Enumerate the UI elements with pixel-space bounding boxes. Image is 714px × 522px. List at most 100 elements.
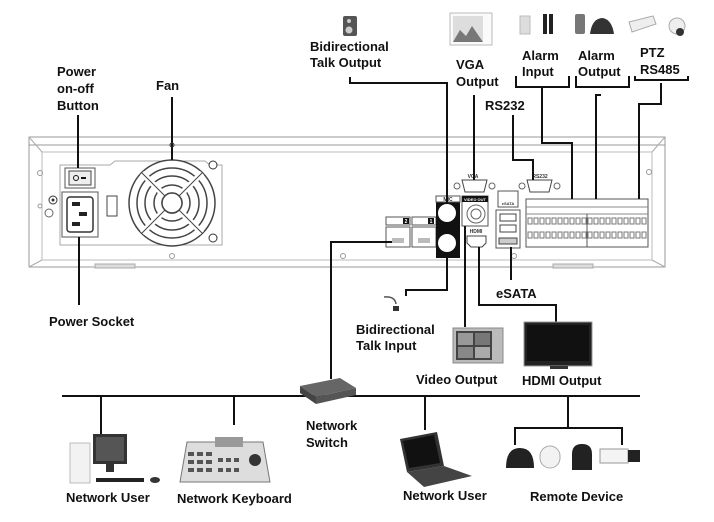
terminal-pin — [533, 231, 539, 239]
svg-text:Bidirectional: Bidirectional — [356, 322, 435, 337]
power-switch[interactable] — [64, 167, 96, 189]
terminal-pin — [575, 217, 581, 225]
svg-text:PTZ: PTZ — [640, 45, 665, 60]
terminal-pin — [581, 217, 587, 225]
box-camera-icon — [599, 448, 640, 464]
label-talk-input: Bidirectional Talk Input — [356, 322, 435, 353]
power-socket — [61, 191, 99, 238]
esata-silk-label: eSATA — [502, 201, 515, 206]
terminal-pin — [551, 217, 557, 225]
network-switch-icon — [300, 378, 356, 404]
terminal-pin — [569, 217, 575, 225]
label-network-user-laptop: Network User — [403, 488, 487, 503]
terminal-pin — [539, 231, 545, 239]
terminal-pin — [527, 217, 533, 225]
svg-text:Button: Button — [57, 98, 99, 113]
terminal-pin — [557, 217, 563, 225]
svg-text:Switch: Switch — [306, 435, 348, 450]
svg-text:Output: Output — [456, 74, 499, 89]
label-power-socket: Power Socket — [49, 314, 135, 329]
alarm-terminal-block — [525, 198, 649, 248]
terminal-pin — [641, 217, 647, 225]
ptz-dome-camera-icon — [668, 17, 686, 36]
terminal-pin — [563, 217, 569, 225]
terminal-pin — [611, 217, 617, 225]
hdmi-label: HDMI — [470, 229, 483, 235]
terminal-pin — [617, 217, 623, 225]
label-esata: eSATA — [496, 286, 537, 301]
crt-monitor-icon — [452, 327, 504, 364]
terminal-pin — [635, 231, 641, 239]
terminal-pin — [539, 217, 545, 225]
mic-audio-ports: MIC — [435, 195, 461, 258]
svg-text:Bidirectional: Bidirectional — [310, 39, 389, 54]
label-ptz: PTZ RS485 — [640, 45, 680, 77]
terminal-pin — [605, 231, 611, 239]
ptz-decoder-icon — [628, 15, 657, 33]
lan-1-label: 1 — [430, 219, 433, 225]
terminal-pin — [593, 231, 599, 239]
rs232-port: RS232 — [518, 174, 561, 193]
terminal-pin — [587, 217, 593, 225]
label-talk-output: Bidirectional Talk Output — [310, 39, 389, 70]
door-sensor-icon — [519, 15, 531, 35]
terminal-pin — [605, 217, 611, 225]
label-network-switch: Network Switch — [306, 418, 358, 450]
label-alarm-input: Alarm Input — [522, 48, 559, 79]
label-vga-output: VGA Output — [456, 57, 499, 89]
terminal-pin — [641, 231, 647, 239]
video-out-label: VIDEO OUT — [464, 197, 487, 202]
terminal-pin — [551, 231, 557, 239]
microphone-icon — [383, 296, 399, 311]
vga-monitor-icon — [449, 12, 493, 46]
laptop-icon — [400, 432, 472, 487]
label-network-keyboard: Network Keyboard — [177, 491, 292, 506]
label-fan: Fan — [156, 78, 179, 93]
svg-text:Network: Network — [306, 418, 358, 433]
terminal-pin — [545, 217, 551, 225]
lan-ports: 2 1 — [385, 216, 437, 248]
svg-text:Power: Power — [57, 64, 96, 79]
label-power-button: Power on-off Button — [57, 64, 99, 113]
label-remote-device: Remote Device — [530, 489, 623, 504]
bullet-dome-icon — [572, 444, 592, 470]
hdmi-tv-icon — [523, 321, 593, 369]
terminal-pin — [617, 231, 623, 239]
terminal-pin — [545, 231, 551, 239]
speed-dome-icon — [539, 445, 561, 469]
terminal-pin — [599, 217, 605, 225]
ground-icon — [44, 208, 54, 218]
svg-text:Alarm: Alarm — [522, 48, 559, 63]
mic-label: MIC — [443, 197, 453, 203]
terminal-pin — [527, 231, 533, 239]
siren-icon — [575, 14, 585, 34]
terminal-pin — [629, 231, 635, 239]
label-rs232: RS232 — [485, 98, 525, 113]
desktop-pc-icon — [69, 434, 160, 484]
terminal-pin — [587, 231, 593, 239]
terminal-pin — [575, 231, 581, 239]
svg-text:Output: Output — [578, 64, 621, 79]
speaker-icon — [343, 16, 357, 36]
svg-text:Alarm: Alarm — [578, 48, 615, 63]
terminal-pin — [635, 217, 641, 225]
label-network-user-pc: Network User — [66, 490, 150, 505]
alarm-light-icon — [590, 18, 614, 34]
label-hdmi-output: HDMI Output — [522, 373, 602, 388]
dome-camera-icon — [506, 448, 534, 468]
terminal-pin — [623, 217, 629, 225]
terminal-pin — [593, 217, 599, 225]
rs232-silk-label: RS232 — [532, 174, 548, 180]
svg-text:Talk Output: Talk Output — [310, 55, 382, 70]
ptz-keyboard-icon — [179, 437, 271, 483]
svg-text:on-off: on-off — [57, 81, 94, 96]
ir-beam-sensor-icon — [543, 14, 553, 34]
label-video-output: Video Output — [416, 372, 498, 387]
connection-wires — [62, 76, 689, 445]
lan-2-label: 2 — [405, 219, 408, 225]
dvr-rear-panel: 2 1 MIC VIDEO OUT HDMI — [28, 136, 666, 269]
hdmi-port: HDMI — [466, 229, 487, 248]
label-alarm-output: Alarm Output — [578, 48, 621, 79]
terminal-pin — [563, 231, 569, 239]
